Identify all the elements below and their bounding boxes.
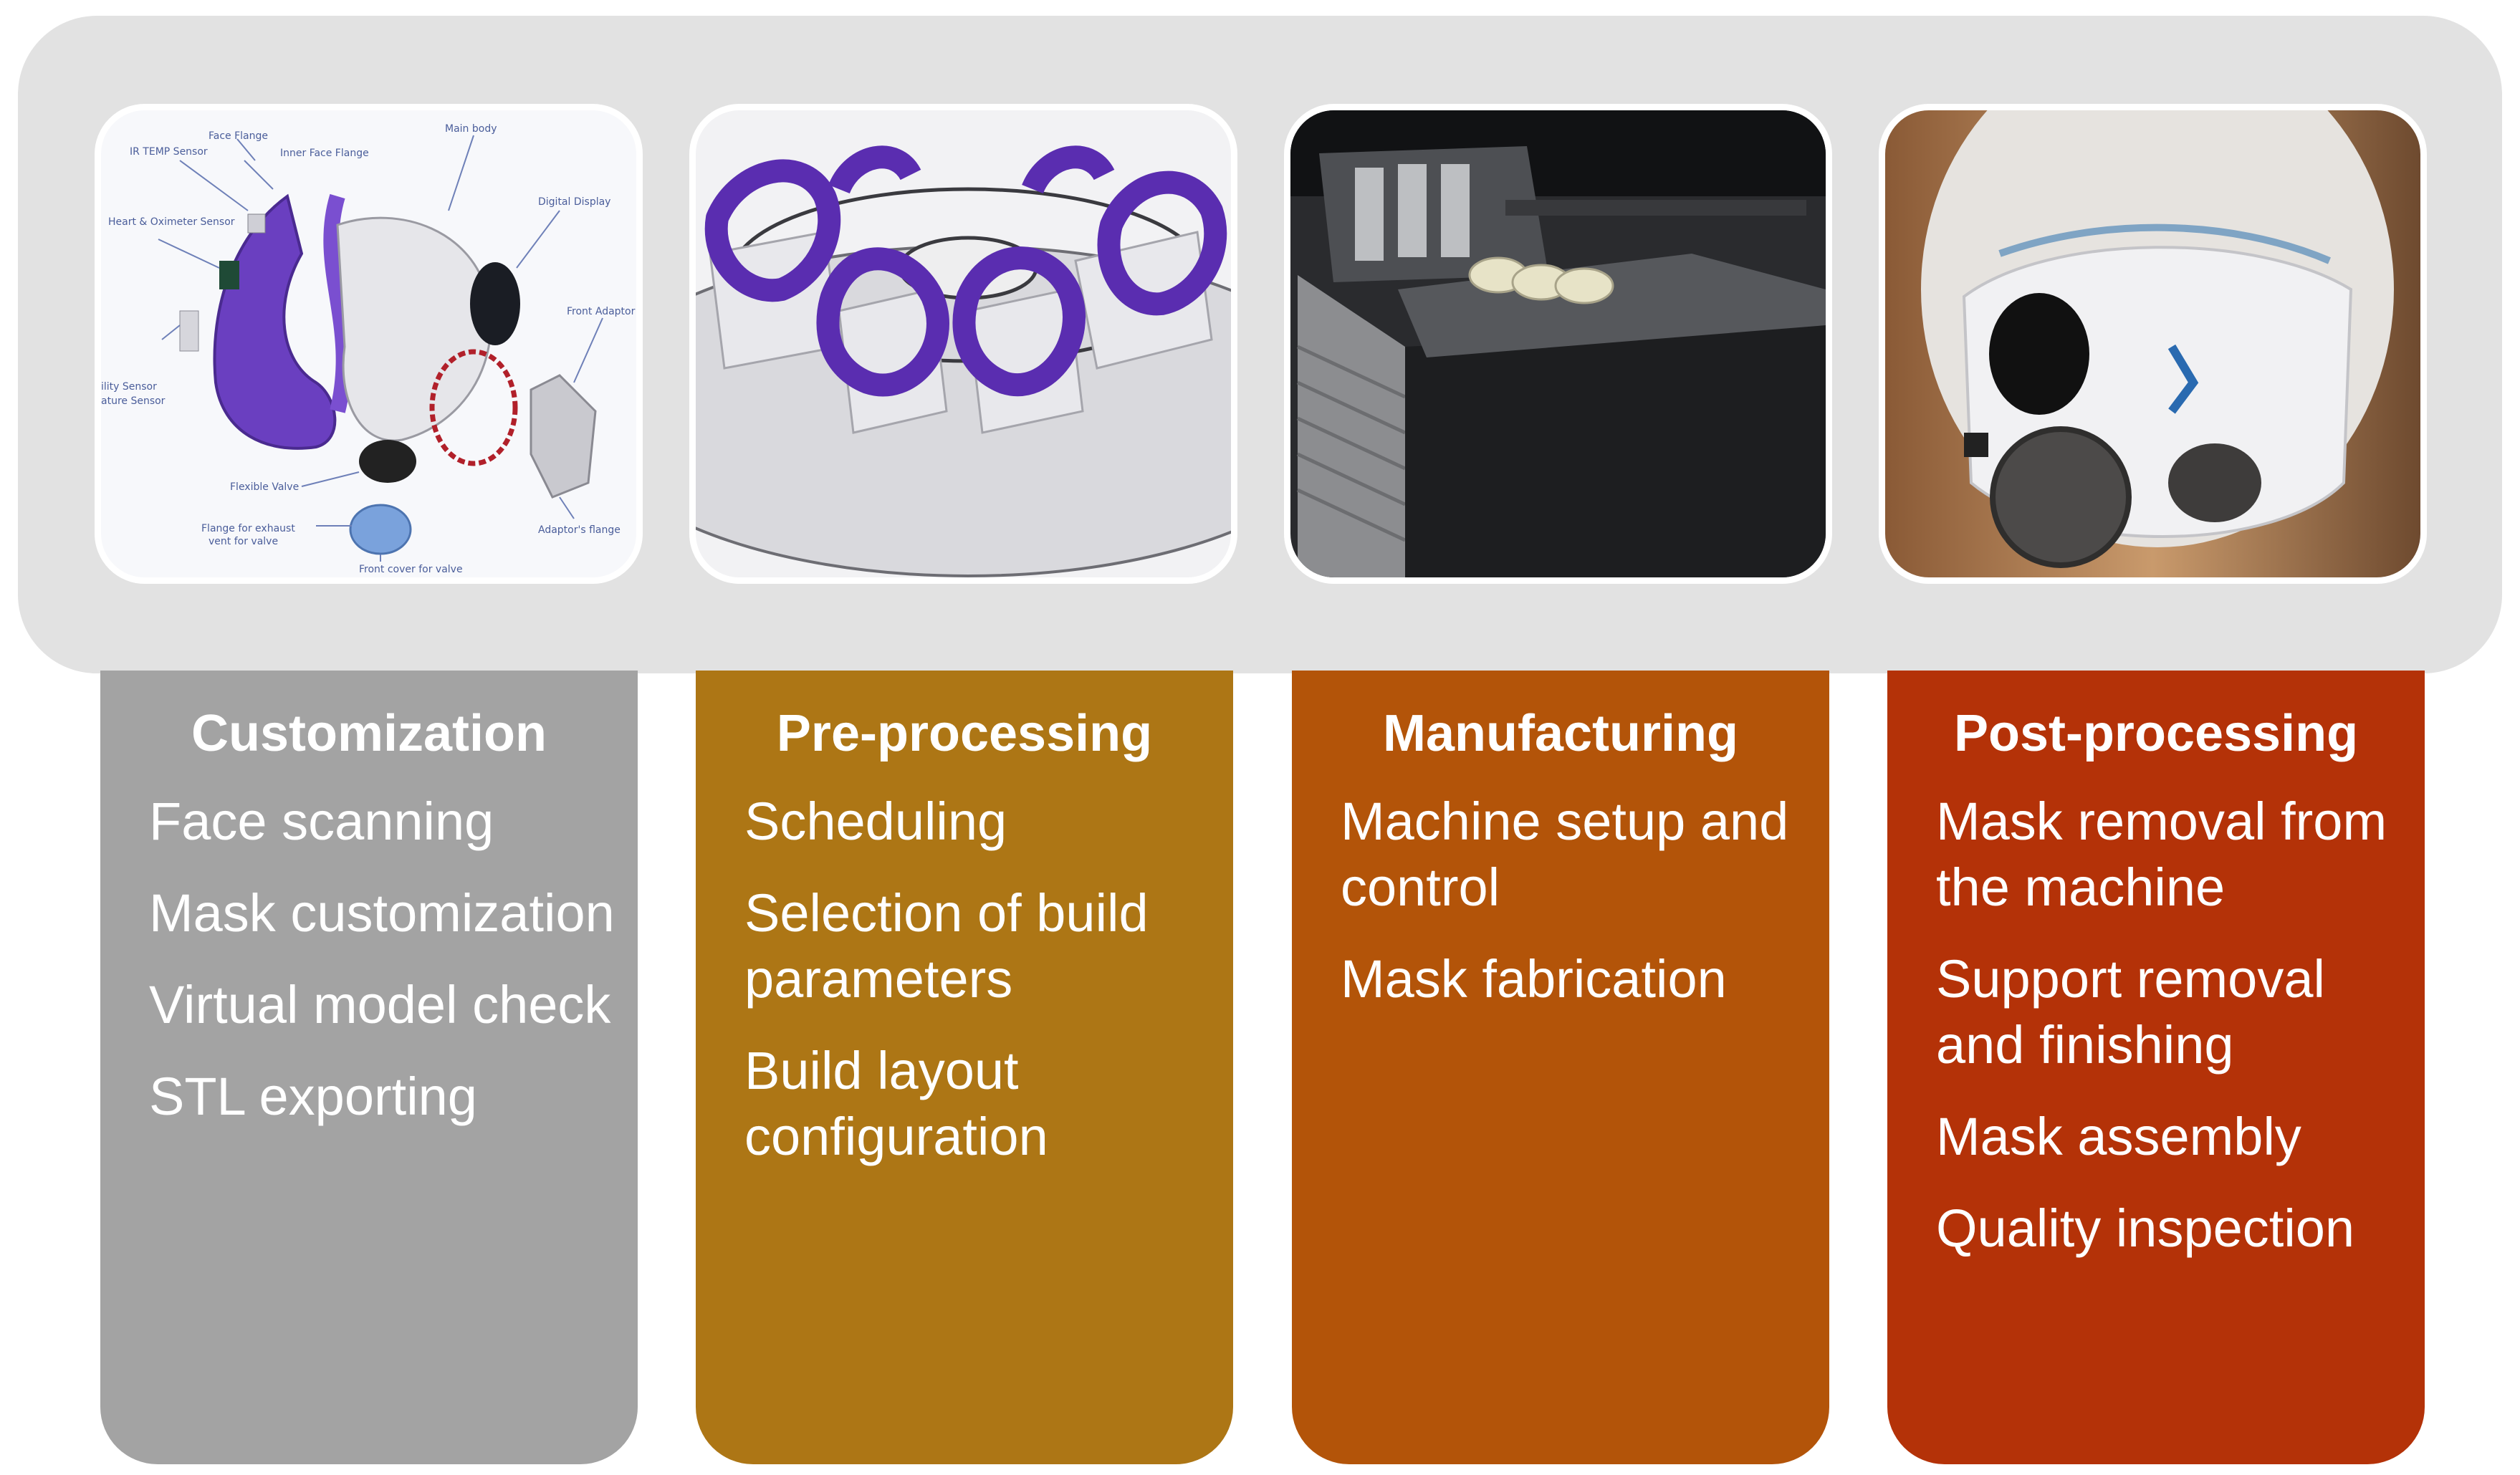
stage-item: Support removal and finishing — [1936, 949, 2325, 1075]
stage-item: Scheduling — [744, 792, 1007, 851]
photo-build-layout — [689, 104, 1237, 584]
stage-item-list: Face scanning Mask customization Virtual… — [149, 789, 616, 1156]
stage-item-list: Mask removal from the machine Support re… — [1936, 789, 2403, 1287]
photo-label: Main body — [445, 123, 497, 135]
stage-item: Mask fabrication — [1341, 949, 1727, 1009]
photo-label: Front Adaptor — [567, 306, 636, 317]
photo-finished-mask — [1879, 104, 2427, 584]
stage-title: Manufacturing — [1383, 705, 1738, 762]
stage-item: Machine setup and control — [1341, 792, 1789, 917]
photo-label: vent for valve — [209, 536, 278, 547]
photo-label: Digital Display — [538, 196, 610, 208]
stage-item: Selection of build parameters — [744, 883, 1149, 1009]
photo-mask-exploded-view: Face Flange Main body IR TEMP Sensor Inn… — [95, 104, 643, 584]
stage-item-list: Machine setup and control Mask fabricati… — [1341, 789, 1808, 1038]
photo-label: Heart & Oximeter Sensor — [108, 216, 235, 228]
stage-item: Mask assembly — [1936, 1107, 2301, 1166]
stage-item: Virtual model check — [149, 975, 611, 1034]
stage-title: Post-processing — [1953, 705, 2359, 762]
photo-label: Face Flange — [209, 130, 268, 142]
stage-item: Mask removal from the machine — [1936, 792, 2387, 917]
stage-item: STL exporting — [149, 1067, 477, 1126]
photo-label: Adaptor's flange — [538, 524, 621, 536]
stage-item: Face scanning — [149, 792, 494, 851]
photo-label: ility Sensor — [101, 381, 157, 393]
stage-item-list: Scheduling Selection of build parameters… — [744, 789, 1212, 1196]
photo-label: ature Sensor — [101, 395, 166, 407]
photo-label: Flexible Valve — [230, 481, 299, 493]
stage-item: Quality inspection — [1936, 1198, 2355, 1258]
photo-label: IR TEMP Sensor — [130, 146, 208, 158]
photo-label: Flange for exhaust — [201, 523, 295, 534]
photo-label: Front cover for valve — [359, 564, 463, 575]
stage-pre-processing-panel: Pre-processing Scheduling Selection of b… — [696, 671, 1233, 1464]
stage-title: Pre-processing — [776, 705, 1153, 762]
stage-customization-panel: Customization Face scanning Mask customi… — [100, 671, 638, 1464]
photo-label: Inner Face Flange — [280, 148, 369, 159]
stage-item: Mask customization — [149, 883, 615, 943]
stage-manufacturing-panel: Manufacturing Machine setup and control … — [1292, 671, 1829, 1464]
stage-title: Customization — [191, 705, 547, 762]
photo-printer — [1284, 104, 1832, 584]
stage-post-processing-panel: Post-processing Mask removal from the ma… — [1887, 671, 2425, 1464]
stage-item: Build layout configuration — [744, 1041, 1048, 1166]
